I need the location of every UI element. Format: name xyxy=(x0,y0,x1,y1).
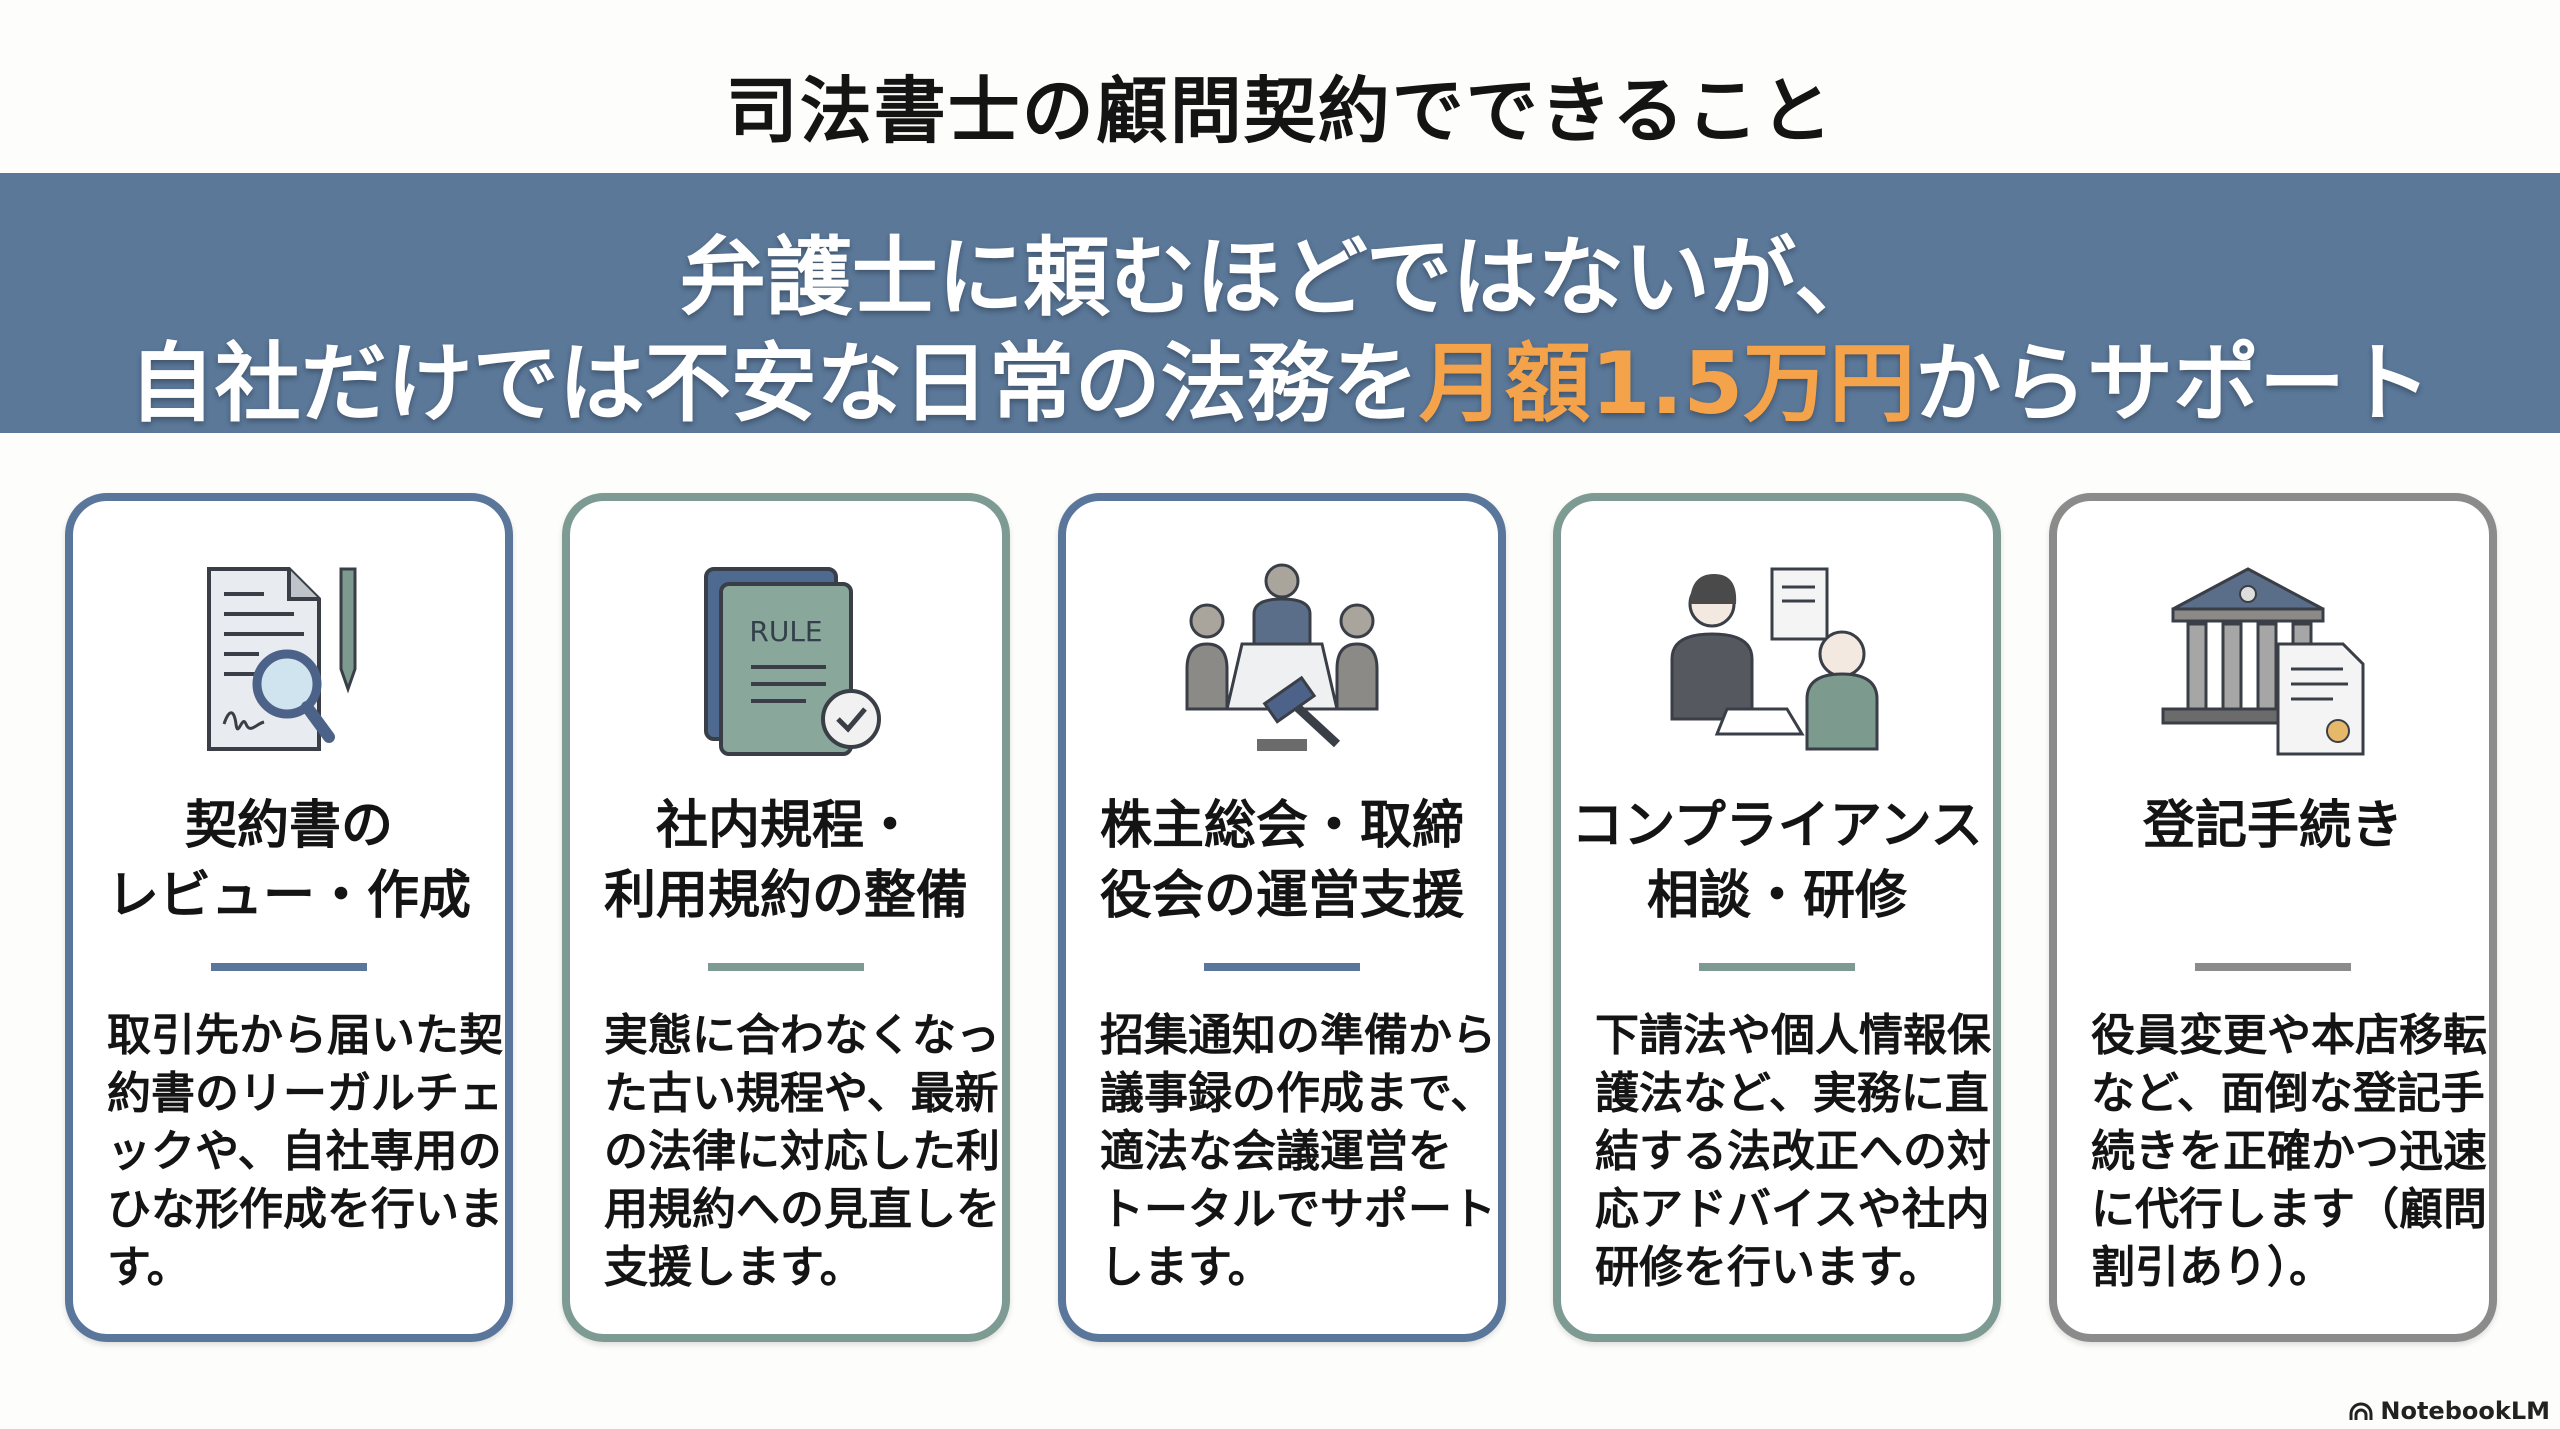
banner-text: 自社だけでは不安な日常の法務を xyxy=(128,334,1419,434)
banner-line-2: 自社だけでは不安な日常の法務を月額1.5万円からサポート xyxy=(0,313,2560,438)
card-heading: 株主総会・取締役会の運営支援 xyxy=(1099,796,1464,926)
divider xyxy=(2195,963,2351,971)
brand-label: NotebookLM xyxy=(2380,1397,2550,1425)
card-registration: 登記手続き 役員変更や本店移転など、面倒な登記手続きを正確かつ迅速に代行します（… xyxy=(2049,493,2497,1342)
meeting-gavel-icon xyxy=(1185,563,1379,751)
divider xyxy=(211,963,367,971)
card-compliance: コンプライアンス相談・研修 下請法や個人情報保護法など、実務に直結する法改正への… xyxy=(1553,493,2001,1342)
banner-line-1: 弁護士に頼むほどではないが、 xyxy=(679,228,1881,328)
government-building-certificate-icon xyxy=(2161,567,2365,756)
document-magnifier-pen-icon xyxy=(207,567,357,751)
divider xyxy=(1204,963,1360,971)
rule-book-check-icon: RULE xyxy=(704,567,881,756)
card-heading: 契約書のレビュー・作成 xyxy=(106,796,471,926)
card-heading: コンプライアンス相談・研修 xyxy=(1571,796,1983,926)
card-heading: 社内規程・利用規約の整備 xyxy=(603,796,968,926)
price-highlight: 月額1.5万円 xyxy=(1418,334,1916,434)
divider xyxy=(708,963,864,971)
card-description: 招集通知の準備から議事録の作成まで、適法な会議運営をトータルでサポートします。 xyxy=(1100,1010,1496,1293)
notebooklm-logo: NotebookLM xyxy=(2348,1397,2550,1425)
consultation-icon xyxy=(1670,567,1879,751)
banner-text: からサポート xyxy=(1915,334,2432,434)
divider xyxy=(1699,963,1855,971)
banner: 弁護士に頼むほどではないが、 自社だけでは不安な日常の法務を月額1.5万円からサ… xyxy=(0,173,2560,434)
card-heading: 登記手続き xyxy=(2142,796,2403,856)
card-description: 下請法や個人情報保護法など、実務に直結する法改正への対応アドバイスや社内研修を行… xyxy=(1595,1010,1991,1293)
card-internal-rules: RULE 社内規程・利用規約の整備 実態に合わなくなった古い規程や、最新の法律に… xyxy=(562,493,1010,1342)
svg-text:RULE: RULE xyxy=(749,615,822,648)
card-description: 役員変更や本店移転など、面倒な登記手続きを正確かつ迅速に代行します（顧問割引あり… xyxy=(2091,1010,2487,1293)
card-description: 実態に合わなくなった古い規程や、最新の法律に対応した利用規約への見直しを支援しま… xyxy=(604,1010,1000,1293)
card-contract-review: 契約書のレビュー・作成 取引先から届いた契約書のリーガルチェックや、自社専用のひ… xyxy=(65,493,513,1342)
card-shareholder-meeting: 株主総会・取締役会の運営支援 招集通知の準備から議事録の作成まで、適法な会議運営… xyxy=(1058,493,1506,1342)
page-title: 司法書士の顧問契約でできること xyxy=(725,69,1835,153)
card-description: 取引先から届いた契約書のリーガルチェックや、自社専用のひな形作成を行います。 xyxy=(107,1010,503,1293)
notebooklm-icon xyxy=(2349,1402,2373,1420)
